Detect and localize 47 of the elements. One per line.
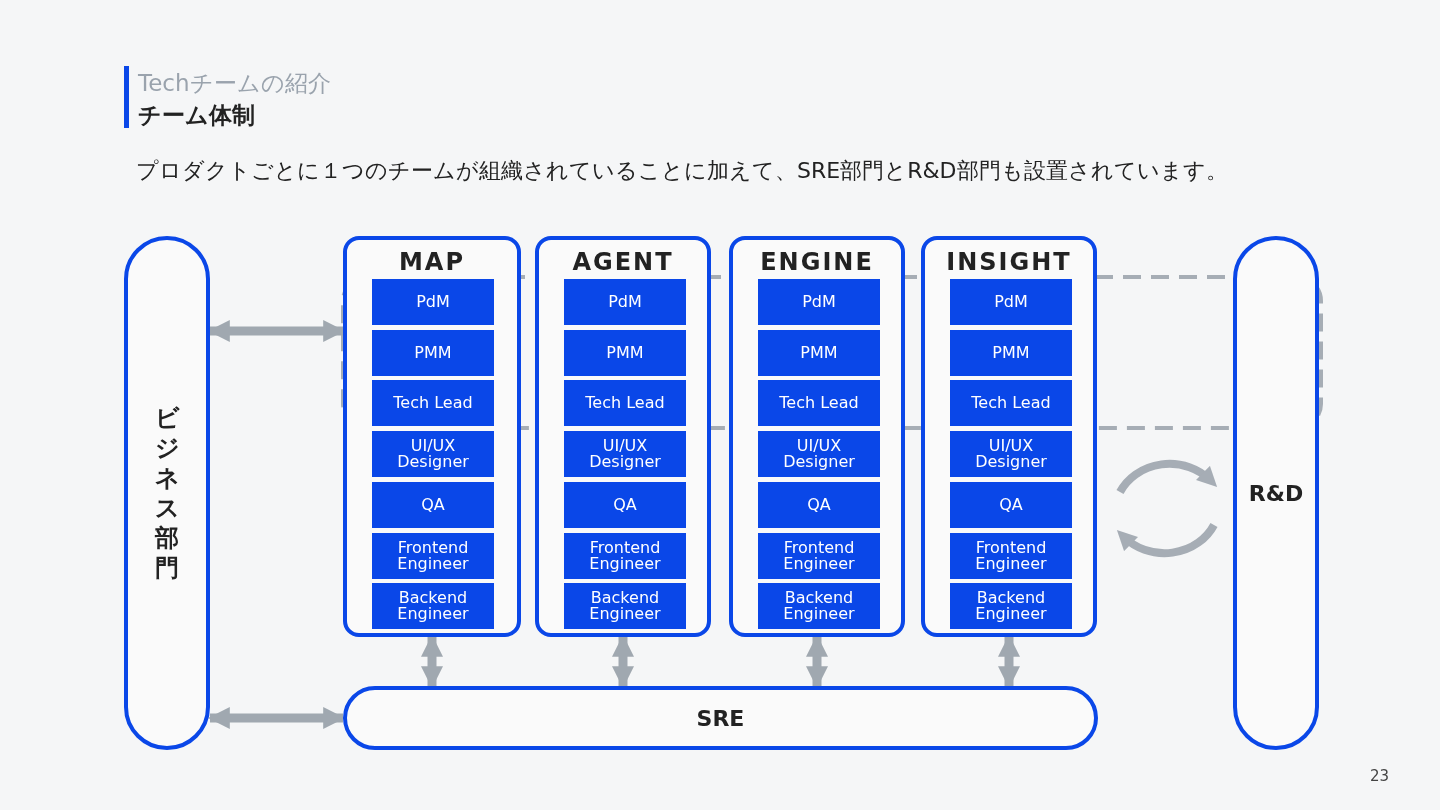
role-box: QA: [950, 481, 1072, 528]
role-box: Tech Lead: [564, 380, 686, 427]
role-box: QA: [564, 481, 686, 528]
role-box: PMM: [564, 329, 686, 376]
double-arrow: [421, 634, 443, 689]
role-box: Tech Lead: [950, 380, 1072, 427]
role-box: PMM: [372, 329, 494, 376]
role-box: QA: [372, 481, 494, 528]
description: プロダクトごとに１つのチームが組織されていることに加えて、SRE部門とR&D部門も設置されています。: [136, 157, 1228, 185]
role-box: PMM: [758, 329, 880, 376]
role-box: Backend Engineer: [372, 583, 494, 630]
role-box: PdM: [950, 279, 1072, 325]
role-box: Backend Engineer: [758, 583, 880, 630]
team-box: [729, 236, 905, 637]
role-box: Tech Lead: [758, 380, 880, 427]
role-box: PdM: [564, 279, 686, 325]
team-heading: MAP: [397, 248, 466, 276]
role-box: UI/UX Designer: [372, 431, 494, 478]
page-number: 23: [1370, 767, 1390, 785]
double-arrow: [998, 634, 1020, 689]
team-box: [343, 236, 521, 637]
role-box: Frontend Engineer: [950, 532, 1072, 579]
role-box: PdM: [372, 279, 494, 325]
role-box: UI/UX Designer: [950, 431, 1072, 478]
title: チーム体制: [138, 101, 255, 130]
role-box: Backend Engineer: [564, 583, 686, 630]
double-arrow: [806, 634, 828, 689]
role-box: PdM: [758, 279, 880, 325]
team-box: [535, 236, 711, 637]
section-label: Techチームの紹介: [138, 69, 331, 98]
role-box: Frontend Engineer: [372, 532, 494, 579]
role-box: QA: [758, 481, 880, 528]
team-box: [921, 236, 1097, 637]
role-box: UI/UX Designer: [758, 431, 880, 478]
department-box: SRE: [343, 686, 1098, 750]
double-arrow: [612, 634, 634, 689]
role-box: Tech Lead: [372, 380, 494, 427]
role-box: UI/UX Designer: [564, 431, 686, 478]
department-box: R&D: [1233, 236, 1319, 750]
role-box: Frontend Engineer: [564, 532, 686, 579]
role-box: Backend Engineer: [950, 583, 1072, 630]
team-heading: AGENT: [571, 248, 675, 276]
role-box: PMM: [950, 329, 1072, 376]
team-heading: INSIGHT: [945, 248, 1073, 276]
department-pill: ビジネス部門: [124, 236, 210, 750]
role-box: Frontend Engineer: [758, 532, 880, 579]
team-heading: ENGINE: [759, 248, 875, 276]
